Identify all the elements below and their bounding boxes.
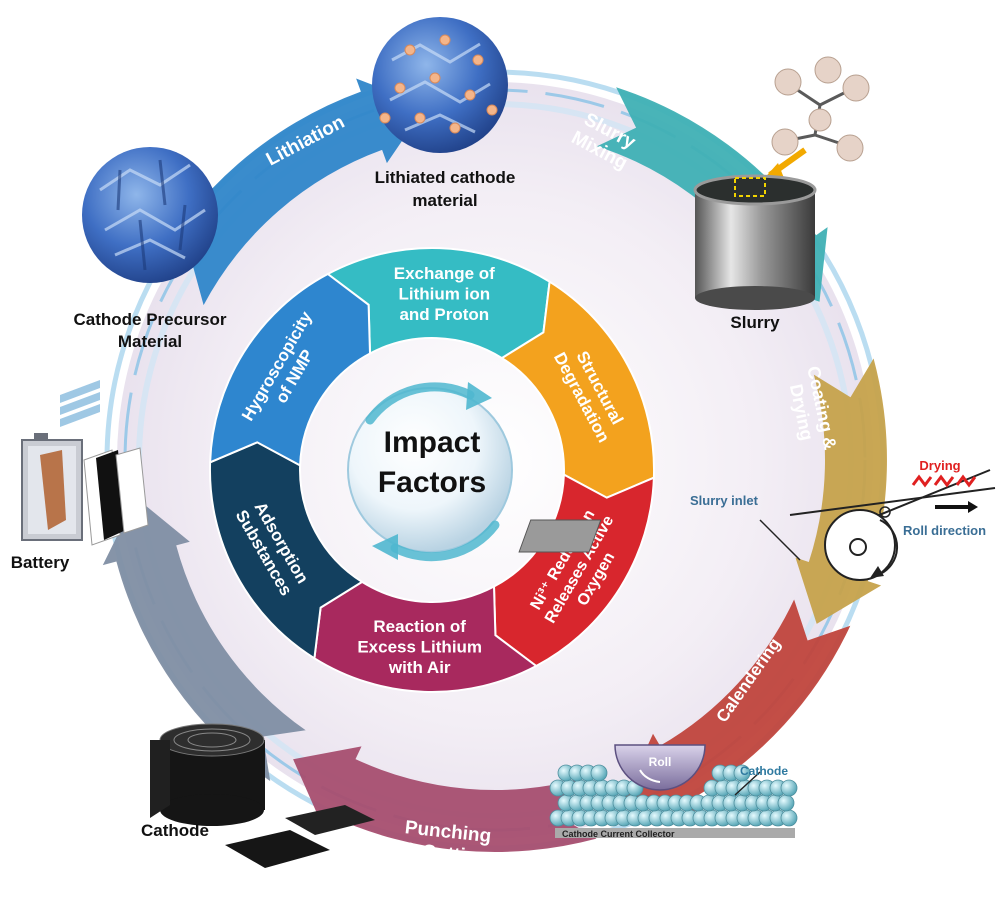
slurry-can-illustration	[693, 174, 817, 310]
factor-label: with Air	[388, 658, 451, 677]
collector-label: Cathode Current Collector	[562, 829, 675, 839]
factor-label: and Proton	[399, 305, 489, 324]
factor-segment-hygroscopicity	[209, 272, 372, 468]
outer-arrow-punching-cutting	[293, 746, 597, 852]
drying-label: Drying	[919, 458, 960, 473]
cathode-particle	[733, 764, 751, 782]
lithiated-cathode-illustration	[372, 17, 508, 153]
roll-label: Roll	[649, 755, 672, 769]
roll-direction-label: Roll direction	[903, 523, 986, 538]
center-title-line2: Factors	[378, 466, 486, 499]
cathode-particle	[590, 764, 608, 782]
lithiated-label-line2: material	[412, 191, 477, 210]
cathode-label: Cathode	[141, 821, 209, 840]
cathode-particles	[549, 764, 798, 827]
coating-drying-illustration	[518, 469, 996, 581]
calendering-illustration	[549, 744, 798, 838]
lithiated-label-line1: Lithiated cathode	[375, 168, 516, 187]
cathode-sheets-illustration	[225, 805, 375, 868]
cathode-particle	[777, 794, 795, 812]
center-title-line1: Impact	[384, 426, 481, 459]
calendering-cathode-label: Cathode	[740, 764, 788, 778]
cathode-particle	[780, 779, 798, 797]
factor-label: Excess Lithium	[357, 638, 482, 657]
outer-arrow-lithiation	[148, 78, 427, 306]
precursor-label-line2: Material	[118, 332, 182, 351]
cathode-particle	[780, 809, 798, 827]
battery-illustration	[21, 380, 149, 546]
battery-label: Battery	[11, 553, 70, 572]
slurry-inlet-label: Slurry inlet	[690, 493, 759, 508]
cathode-precursor-illustration	[82, 147, 218, 283]
slurry-label: Slurry	[730, 313, 780, 332]
center-sphere: Impact Factors	[347, 382, 513, 562]
outer-arrow-cell-assembly	[102, 497, 306, 782]
factor-label: Reaction of	[373, 617, 466, 636]
factor-label: Lithium ion	[399, 284, 491, 303]
outer-step-punching-cutting: Punching& Cutting	[293, 746, 597, 869]
precursor-label-line1: Cathode Precursor	[73, 310, 226, 329]
cathode-roll-illustration	[150, 723, 265, 826]
molecule-illustration	[771, 56, 870, 162]
factor-label: Exchange of	[394, 264, 495, 283]
